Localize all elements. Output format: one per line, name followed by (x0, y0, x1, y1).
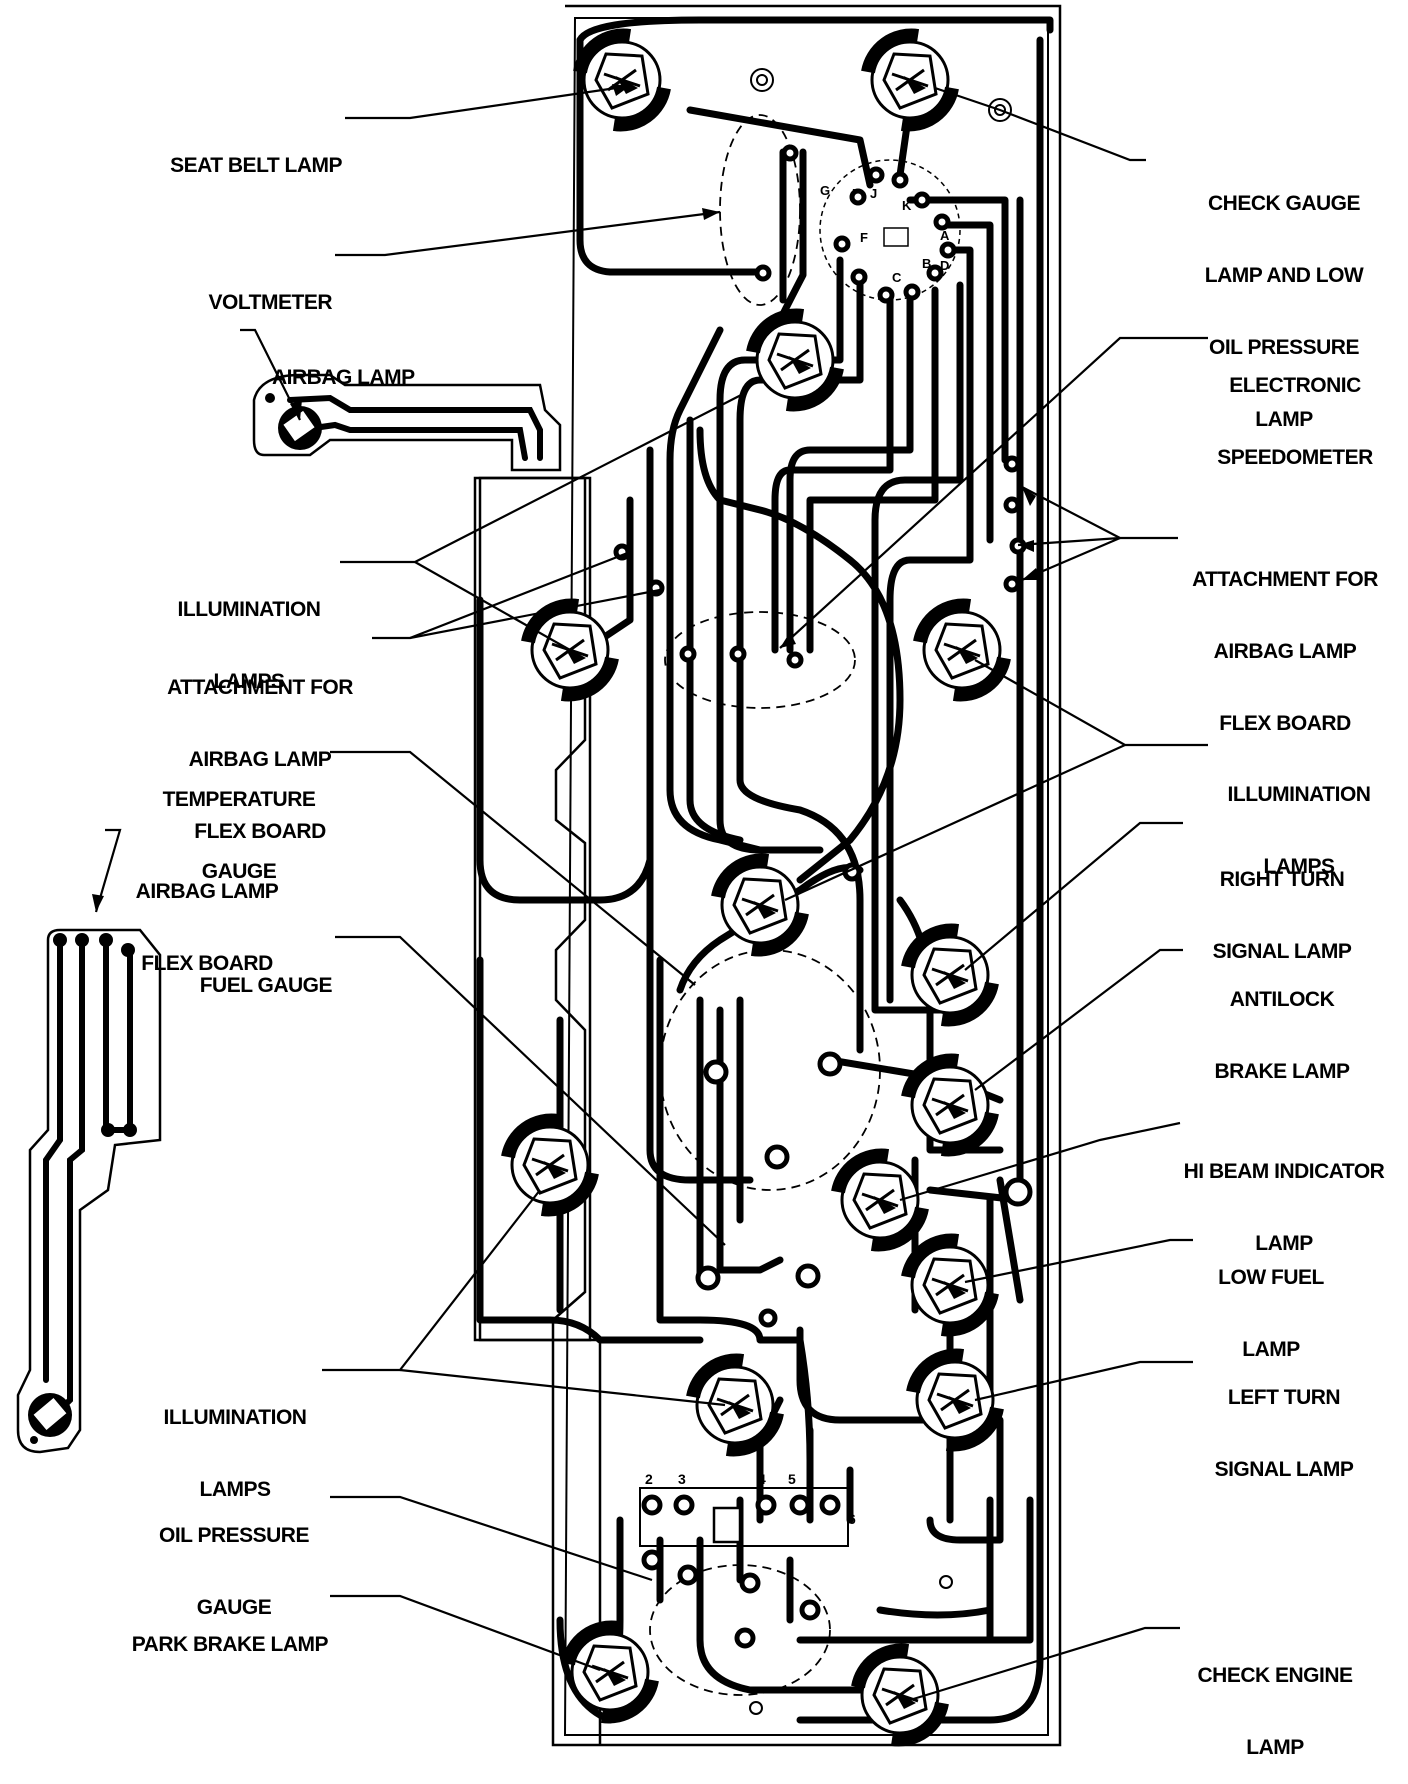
mounting-holes (749, 68, 1012, 1715)
voltmeter-label: VOLTMETER (208, 291, 333, 314)
oil-pressure-gauge-label: OIL PRESSURE GAUGE (159, 1524, 309, 1619)
pin-label: D (940, 258, 949, 273)
pin-label: 5 (788, 1471, 796, 1487)
antilock-brake-lamp-label: ANTILOCK BRAKE LAMP (1214, 988, 1351, 1083)
leader-arrowheads (92, 84, 1040, 912)
illumination-lamp-socket (508, 1120, 592, 1209)
hi-beam-indicator-lamp-label: HI BEAM INDICATOR LAMP (1183, 1160, 1385, 1255)
oil-pressure-gauge-outline (649, 1564, 831, 1696)
airbag-lamp-label: AIRBAG LAMP (272, 366, 415, 389)
pin-label: G (820, 183, 830, 198)
pin-label: 4 (758, 1471, 766, 1487)
pin-label: K (902, 198, 912, 213)
check-engine-lamp-label: CHECK ENGINE LAMP (1197, 1664, 1353, 1759)
check-gauge-lamp-label: CHECK GAUGE LAMP AND LOW OIL PRESSURE LA… (1204, 192, 1364, 431)
left-turn-signal-lamp-socket (913, 1355, 997, 1444)
pin-label: A (940, 228, 950, 243)
temperature-gauge-label: TEMPERATURE GAUGE (162, 788, 316, 883)
speedometer-outline (664, 611, 856, 709)
lamps (508, 35, 1004, 1739)
antilock-brake-lamp-socket (908, 1060, 992, 1149)
right-turn-signal-lamp-socket (908, 930, 992, 1019)
leader-lines (94, 84, 1208, 1702)
illumination-lamp-socket (753, 315, 837, 404)
circuit-traces (476, 16, 1054, 1724)
park-brake-lamp-label: PARK BRAKE LAMP (131, 1633, 329, 1656)
fuel-gauge-label: FUEL GAUGE (199, 974, 333, 997)
circuit-board-outline (473, 4, 1062, 1747)
attachment-airbag-right-label: ATTACHMENT FOR AIRBAG LAMP FLEX BOARD (1192, 568, 1378, 735)
illumination-lamps-left-lower-label: ILLUMINATION LAMPS (163, 1406, 307, 1501)
illumination-lamps-left-upper-label: ILLUMINATION LAMPS (177, 598, 321, 693)
low-fuel-lamp-socket (908, 1240, 992, 1329)
right-turn-signal-lamp-label: RIGHT TURN SIGNAL LAMP (1212, 868, 1352, 963)
airbag-lamp-flex-tab (252, 373, 562, 472)
low-fuel-lamp-label: LOW FUEL LAMP (1218, 1266, 1324, 1361)
voltmeter-outline (719, 114, 801, 306)
pin-label: J (870, 186, 877, 201)
pin-label: B (922, 256, 931, 271)
pin-label: 2 (645, 1471, 653, 1487)
bottom-connector-block (639, 1487, 849, 1547)
pin-label: 6 (848, 1511, 856, 1527)
seat-belt-lamp-socket (580, 35, 664, 124)
left-turn-signal-lamp-label: LEFT TURN SIGNAL LAMP (1214, 1386, 1354, 1481)
airbag-lamp-flex-board-label: AIRBAG LAMP FLEX BOARD (135, 880, 279, 975)
pin-label: F (860, 230, 868, 245)
pin-label: 3 (678, 1471, 686, 1487)
hi-beam-indicator-lamp-socket (838, 1155, 922, 1244)
airbag-lamp-flex-board (16, 928, 162, 1454)
illumination-lamps-right-label: ILLUMINATION LAMPS (1227, 783, 1371, 878)
electronic-speedometer-label: ELECTRONIC SPEEDOMETER (1217, 374, 1373, 469)
check-gauge-lamp-socket (868, 35, 952, 124)
attachment-airbag-left-label: ATTACHMENT FOR AIRBAG LAMP FLEX BOARD (167, 676, 353, 843)
illumination-lamp-socket (920, 605, 1004, 694)
seat-belt-lamp-label: SEAT BELT LAMP (170, 154, 342, 177)
pin-label: C (892, 270, 902, 285)
illumination-lamp-socket (693, 1360, 777, 1449)
